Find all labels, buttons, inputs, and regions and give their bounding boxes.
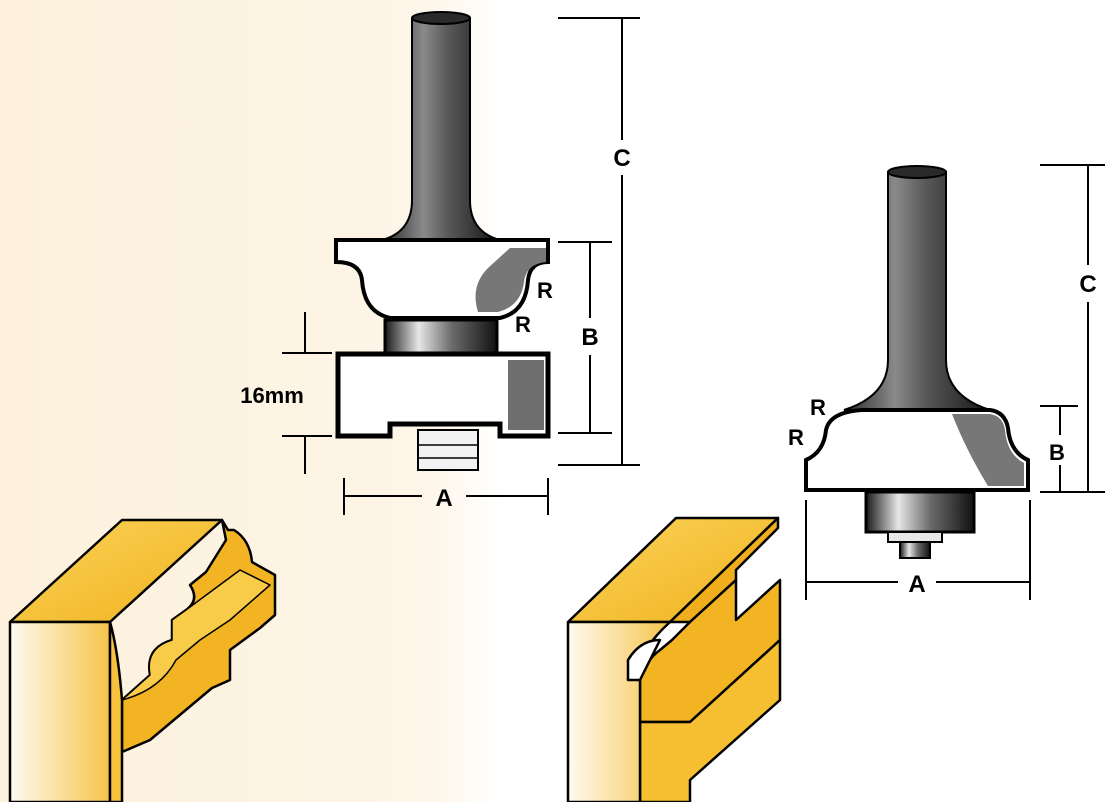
left-bit-bearing: [383, 318, 499, 356]
right-bit-cutter-shading: [952, 414, 1024, 486]
right-wood-profile: [566, 516, 782, 802]
left-wood-profile: [8, 518, 277, 802]
left-bit-nut: [417, 429, 479, 471]
left-router-bit: [334, 11, 551, 471]
right-bit-bolt: [887, 531, 943, 543]
right-wood-front-cut: [626, 638, 662, 682]
left-bit-cutter-shading: [475, 248, 546, 312]
left-wood-molding-highlight: [121, 569, 271, 701]
right-dim-a-label: A: [908, 571, 925, 598]
left-bit-slot-shading: [508, 360, 544, 430]
left-gap-label: 16mm: [240, 383, 304, 408]
right-radius-label-1: R: [810, 395, 826, 420]
right-dim-c-label: C: [1079, 271, 1096, 298]
left-dim-a-label: A: [435, 485, 452, 512]
left-radius-label-1: R: [537, 278, 553, 303]
left-wood-front-face: [8, 620, 112, 802]
right-wood-ledge: [638, 638, 782, 802]
left-dim-b-label: B: [581, 324, 598, 351]
left-wood-front-rabbet: [108, 620, 124, 802]
left-dimension-lines: [282, 17, 640, 515]
left-bit-shank-top: [411, 11, 471, 25]
right-bit-bearing: [864, 490, 976, 534]
right-bit-shank-top: [887, 165, 947, 179]
left-dim-c-label: C: [613, 145, 630, 172]
right-bit-bolt-tip: [899, 541, 931, 559]
left-radius-label-2: R: [515, 312, 531, 337]
right-router-bit: [804, 165, 1030, 559]
right-radius-label-2: R: [788, 425, 804, 450]
right-dimension-lines: [805, 164, 1105, 600]
right-dim-b-label: B: [1049, 440, 1065, 465]
left-bit-slot-cutter: [335, 351, 551, 439]
